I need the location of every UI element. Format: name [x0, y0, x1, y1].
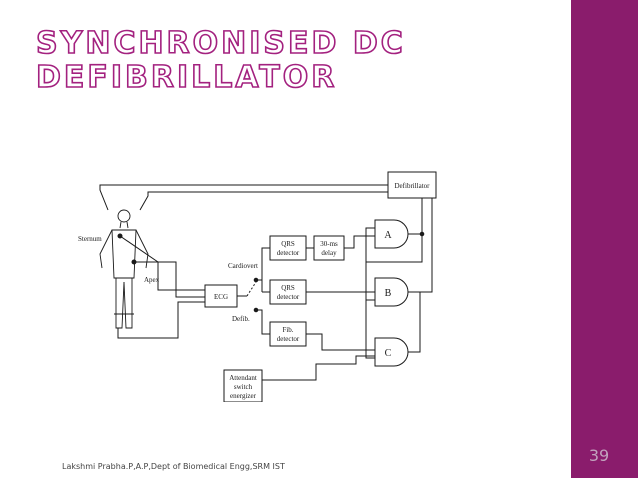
accent-side-bar	[571, 0, 638, 478]
wire-gate-b-out	[408, 198, 433, 293]
cardiovert-label: Cardiovert	[228, 262, 258, 270]
title-line-2: DEFIBRILLATOR	[35, 60, 338, 96]
human-figure	[99, 209, 149, 329]
wire-delay-gate-a	[344, 235, 375, 249]
gate-c-label: C	[385, 348, 392, 359]
and-gate-a	[374, 219, 409, 249]
qrs-detector-1-label-a: QRS	[281, 240, 295, 248]
attendant-label-b: switch	[234, 383, 253, 391]
delay-label-a: 30-ms	[320, 240, 338, 248]
and-gate-b	[374, 277, 409, 307]
ecg-label: ECG	[214, 293, 228, 301]
wire-gate-c-out	[408, 292, 421, 353]
sternum-label: Sternum	[78, 235, 102, 243]
selector-switch	[246, 281, 257, 297]
and-gate-c	[374, 337, 409, 367]
defib-label: Defib.	[232, 315, 250, 323]
slide-footer: Lakshmi Prabha.P,A.P,Dept of Biomedical …	[62, 462, 285, 471]
defibrillator-box	[387, 171, 437, 199]
page-number: 39	[588, 446, 610, 465]
wire-ecg-1	[134, 261, 205, 298]
attendant-switch-box	[223, 369, 263, 402]
gate-a-label: A	[384, 230, 392, 241]
wire-enable-c	[365, 300, 375, 359]
title-line-1: SYNCHRONISED DC	[35, 26, 406, 62]
qrs-detector-2-label-b: detector	[277, 293, 300, 301]
fib-detector-label-b: detector	[277, 335, 300, 343]
wire-enable-a	[365, 227, 423, 263]
defibrillator-label: Defibrillator	[395, 182, 431, 190]
wire-ecg-3	[117, 301, 205, 339]
wire-top-inner	[139, 191, 388, 211]
wire-defib	[256, 309, 270, 335]
attendant-label-c: energizer	[230, 392, 257, 400]
apex-label: Apex	[144, 276, 160, 284]
wire-gate-a-out	[408, 198, 423, 235]
wire-ecg-2	[119, 235, 205, 291]
wire-fib-gate-c	[306, 333, 375, 351]
delay-label-b: delay	[321, 249, 337, 257]
qrs-detector-1-label-b: detector	[277, 249, 300, 257]
wire-attendant-gates	[262, 355, 375, 381]
wire-enable-b	[365, 262, 375, 301]
wire-top-outer	[99, 184, 388, 211]
wire-cardiovert	[256, 247, 270, 281]
gate-b-label: B	[385, 288, 392, 299]
slide-title: SYNCHRONISED DC DEFIBRILLATOR	[35, 26, 556, 96]
attendant-label-a: Attendant	[229, 374, 257, 382]
fib-detector-label-a: Fib.	[282, 326, 293, 334]
qrs-detector-2-label-a: QRS	[281, 284, 295, 292]
defibrillator-block-diagram: Sternum Apex Defibrillator ECG Cardiover…	[78, 171, 437, 402]
